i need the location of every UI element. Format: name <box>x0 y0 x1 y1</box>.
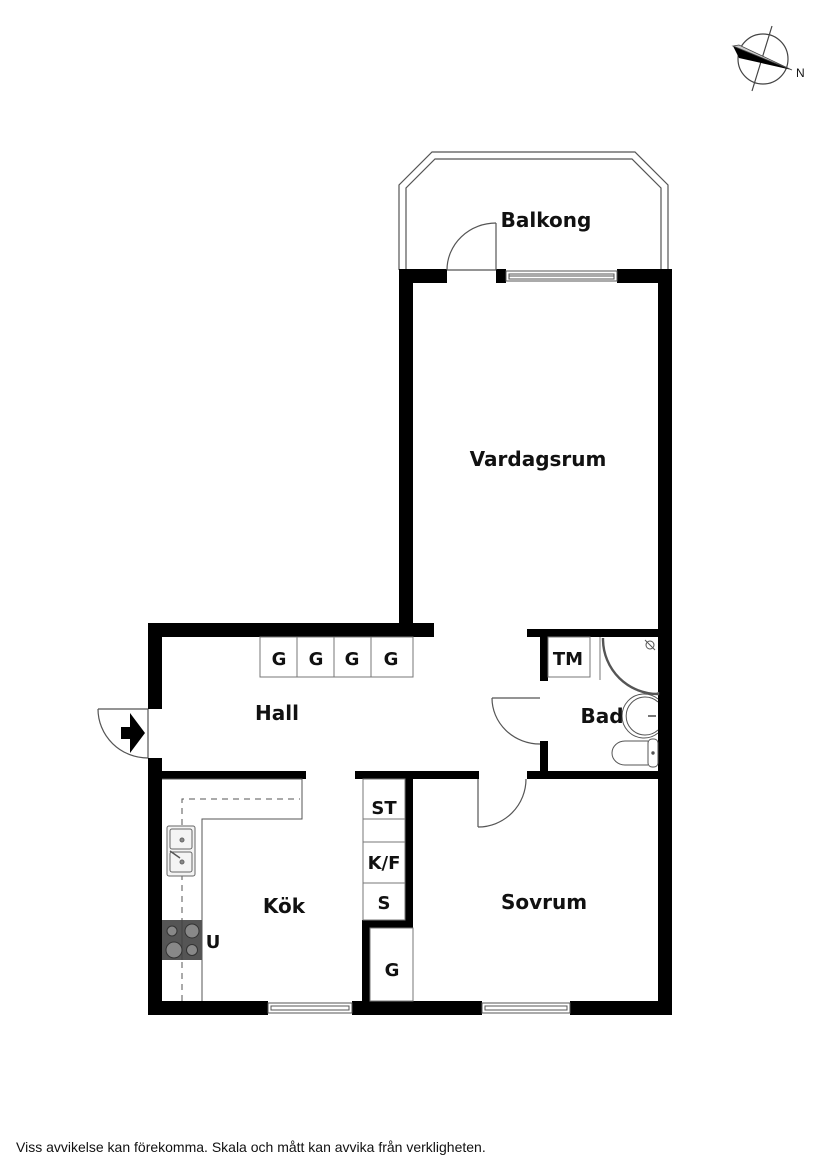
bedroom-door <box>477 778 527 828</box>
balcony-door <box>446 222 497 271</box>
north-label: N <box>796 66 805 80</box>
bathroom-door <box>491 697 541 745</box>
room-label-living-room: Vardagsrum <box>470 447 607 471</box>
window-kitchen <box>267 1002 353 1014</box>
room-label-bathroom: Bad <box>580 704 623 728</box>
wardrobe-label: G <box>309 649 324 670</box>
hall-wardrobes <box>259 636 414 678</box>
doors <box>97 222 541 828</box>
disclaimer-text: Viss avvikelse kan förekomma. Skala och … <box>16 1139 486 1155</box>
toilet-icon <box>611 738 659 768</box>
kitchen-sink-icon <box>166 825 196 877</box>
oven-label: U <box>206 932 221 953</box>
window-bedroom <box>481 1002 571 1014</box>
room-label-kitchen: Kök <box>263 894 306 918</box>
window-living-room <box>505 270 618 282</box>
entrance-arrow-icon <box>121 713 145 753</box>
kitchen-closets <box>362 778 406 921</box>
washing-machine-label: TM <box>553 649 583 670</box>
sink-icon <box>621 693 659 739</box>
washing-machine <box>547 636 591 678</box>
wardrobe-label: G <box>385 960 400 981</box>
room-label-hall: Hall <box>255 701 299 725</box>
compass-icon: N <box>731 25 805 92</box>
closet-label-kf: K/F <box>368 853 401 874</box>
room-label-bedroom: Sovrum <box>501 890 587 914</box>
closet-label-s: S <box>378 893 391 914</box>
walls <box>148 269 672 1015</box>
stove-icon <box>162 920 202 960</box>
balcony-outline <box>398 151 669 270</box>
wardrobe-label: G <box>384 649 399 670</box>
shower-icon <box>601 637 660 696</box>
closet-label-st: ST <box>371 798 397 819</box>
bedroom-wardrobe <box>369 927 414 1002</box>
windows <box>267 270 618 1014</box>
entrance-door <box>97 708 149 759</box>
kitchen-fixtures <box>162 778 414 1002</box>
bathroom-fixtures <box>547 636 660 768</box>
wardrobe-label: G <box>345 649 360 670</box>
wardrobe-label: G <box>272 649 287 670</box>
room-label-balcony: Balkong <box>501 208 592 232</box>
